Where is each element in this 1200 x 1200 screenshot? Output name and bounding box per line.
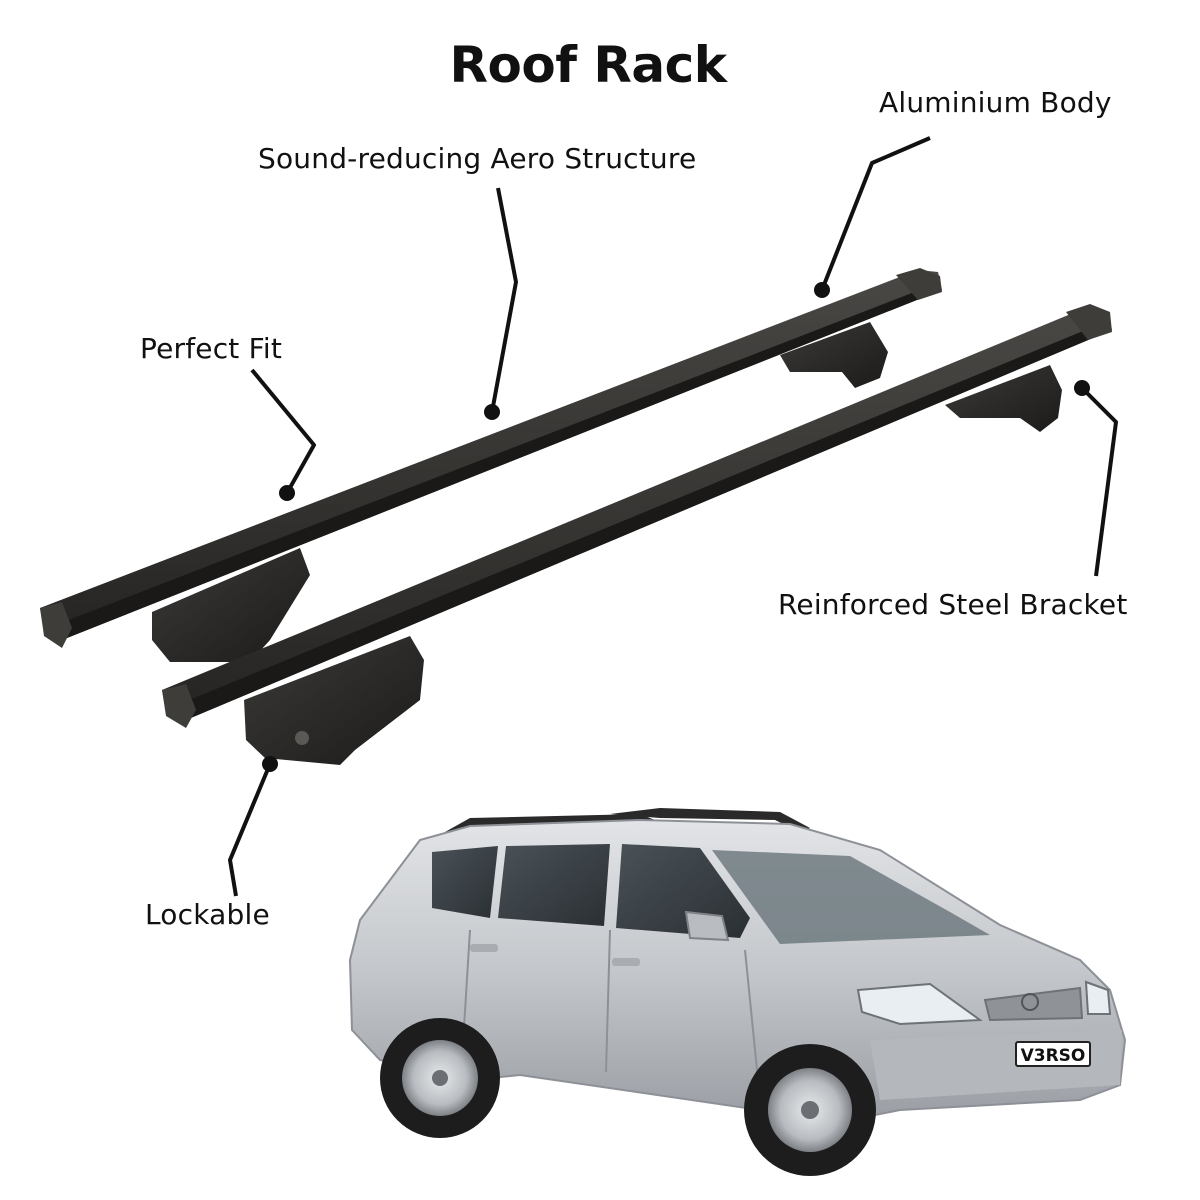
car-rear-wheel (380, 1018, 500, 1138)
front-bar-right-foot (945, 365, 1062, 432)
car-rear-door-window (498, 844, 610, 926)
car-plate-text: V3RSO (1021, 1046, 1086, 1066)
rear-bar-right-foot (780, 322, 888, 388)
front-crossbar (162, 304, 1112, 765)
callout-leaders (228, 136, 1118, 897)
dot-perfect-fit (279, 485, 295, 501)
callout-steel-bracket: Reinforced Steel Bracket (778, 588, 1128, 621)
leader-lockable (228, 763, 272, 897)
callout-lockable: Lockable (145, 898, 270, 931)
car-side-mirror (684, 910, 730, 942)
callout-aluminium-body: Aluminium Body (879, 86, 1112, 119)
rear-crossbar (40, 268, 942, 662)
front-bar-left-foot (244, 636, 424, 765)
leader-perfect-fit (250, 368, 316, 494)
car-rear-quarter-window (432, 846, 498, 918)
car-illustration: V3RSO (348, 808, 1127, 1176)
car-grille (983, 986, 1084, 1022)
rear-bar-left-cap (40, 602, 72, 648)
dot-steel-bracket (1074, 380, 1090, 396)
callout-aero-structure: Sound-reducing Aero Structure (258, 142, 697, 175)
car-front-door-handle (612, 958, 640, 966)
dot-aero-structure (484, 404, 500, 420)
dot-aluminium-body (814, 282, 830, 298)
leader-aero-structure (490, 187, 518, 413)
front-bar-right-cap (1066, 304, 1112, 340)
rear-bar-right-cap (896, 268, 942, 300)
car-rear-door-handle (470, 944, 498, 952)
car-badge-icon (1021, 993, 1039, 1011)
car-front-wheel (744, 1044, 876, 1176)
car-windshield (712, 850, 990, 944)
callout-dots (262, 282, 1090, 772)
leader-aluminium-body (820, 136, 931, 291)
dot-lockable (262, 756, 278, 772)
page-title: Roof Rack (449, 36, 728, 94)
car-number-plate (1015, 1041, 1091, 1067)
rear-bar-left-foot (152, 548, 310, 662)
car-headlight (856, 982, 983, 1026)
leader-steel-bracket (1080, 386, 1118, 577)
callout-perfect-fit: Perfect Fit (140, 332, 283, 365)
lock-cylinder-icon (295, 731, 309, 745)
front-bar-left-cap (162, 684, 196, 728)
